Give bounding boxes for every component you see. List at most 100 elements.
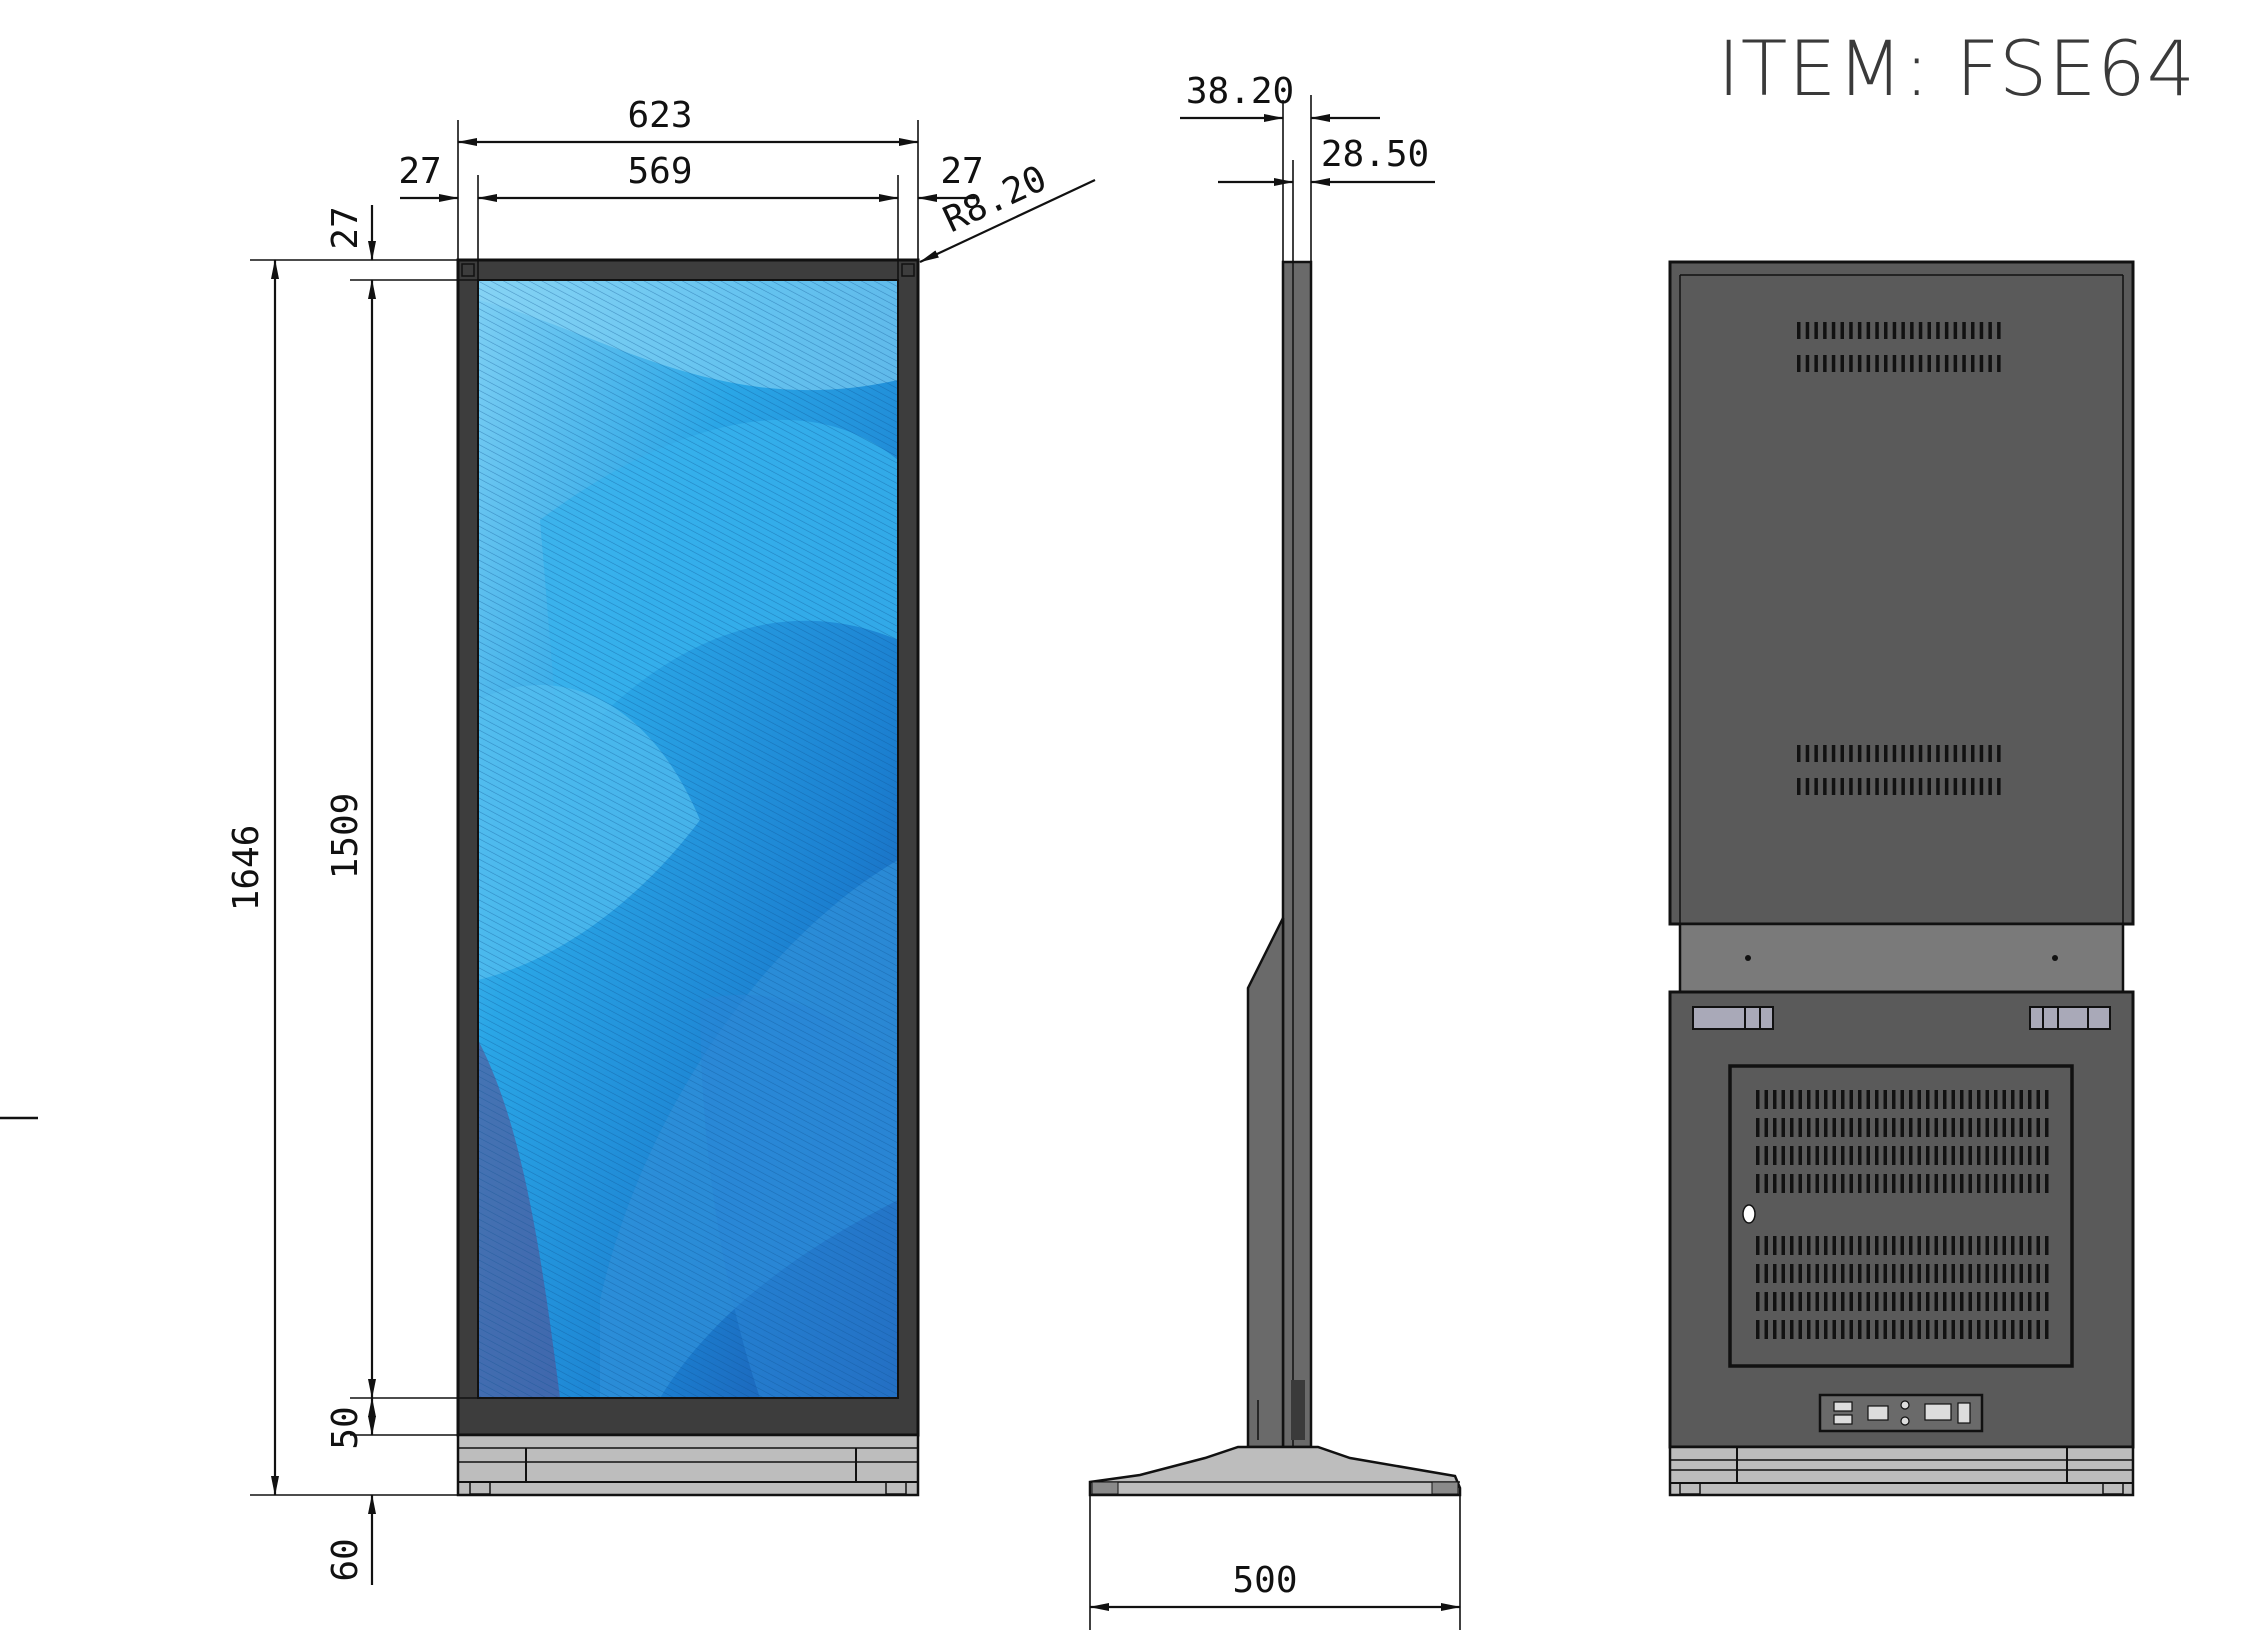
vent-slot <box>1884 778 1888 795</box>
rear-io-panel <box>1818 1393 1984 1433</box>
vent-slot <box>2011 1320 2015 1339</box>
vent-slot <box>1926 1090 1930 1109</box>
vent-slot <box>1773 1146 1777 1165</box>
vent-slot <box>1943 1118 1947 1137</box>
vent-slot <box>1875 1118 1879 1137</box>
vent-slot <box>1979 322 1984 339</box>
vent-slot <box>1951 1264 1955 1283</box>
dim-side-base-width: 500 <box>1232 1560 1297 1601</box>
vent-slot <box>1909 1174 1913 1193</box>
vent-slot <box>1849 778 1853 795</box>
vent-slot <box>1756 1292 1760 1311</box>
vent-slot <box>1977 1292 1981 1311</box>
vent-slot <box>1798 1236 1802 1255</box>
vent-slot <box>1960 1118 1964 1137</box>
vent-slot <box>1790 1146 1794 1165</box>
vent-slot <box>1798 1146 1802 1165</box>
vent-slot <box>1927 355 1931 372</box>
vent-slot <box>1962 778 1966 795</box>
vent-slot <box>2011 1146 2015 1165</box>
vent-slot <box>1764 1292 1768 1311</box>
vent-slot <box>2036 1118 2040 1137</box>
vent-slot <box>2019 1236 2023 1255</box>
vent-slot <box>1756 1146 1760 1165</box>
vent-slot <box>1900 1292 1904 1311</box>
vent-slot <box>1866 778 1871 795</box>
dim-screen-height: 1509 <box>325 793 366 880</box>
vent-slot <box>1815 1264 1819 1283</box>
rear-vent-upper <box>1797 322 2001 372</box>
vent-slot <box>1866 355 1871 372</box>
item-title: ITEM: FSE64 <box>1717 24 2196 113</box>
vent-slot <box>1901 355 1905 372</box>
vent-slot <box>2002 1236 2006 1255</box>
vent-slot <box>1841 1236 1845 1255</box>
vent-slot <box>1764 1264 1768 1283</box>
vent-slot <box>1849 1264 1853 1283</box>
vent-slot <box>1994 1174 1998 1193</box>
vent-slot <box>1866 1118 1870 1137</box>
vent-slot <box>1875 1146 1879 1165</box>
dim-top-bezel: 27 <box>325 206 366 249</box>
vent-slot <box>1960 1236 1964 1255</box>
vent-slot <box>1934 1118 1938 1137</box>
rear-door-lock <box>1742 1204 1756 1224</box>
vent-slot <box>1790 1292 1794 1311</box>
vent-slot <box>1884 322 1888 339</box>
vent-slot <box>1909 1320 1913 1339</box>
vent-slot <box>1927 778 1931 795</box>
vent-slot <box>1883 1264 1887 1283</box>
vent-slot <box>2036 1090 2040 1109</box>
vent-slot <box>1875 1174 1879 1193</box>
vent-slot <box>1756 1320 1760 1339</box>
vent-slot <box>1841 1174 1845 1193</box>
vent-slot <box>1960 1146 1964 1165</box>
vent-slot <box>1918 355 1923 372</box>
vent-slot <box>1764 1174 1768 1193</box>
vent-slot <box>1960 1264 1964 1283</box>
vent-slot <box>1764 1090 1768 1109</box>
vent-slot <box>1968 1236 1972 1255</box>
vent-slot <box>1936 355 1940 372</box>
vent-slot <box>1858 1118 1862 1137</box>
vent-slot <box>1815 1118 1819 1137</box>
vent-slot <box>1977 1118 1981 1137</box>
vent-slot <box>1997 355 2001 372</box>
vent-slot <box>1823 745 1827 762</box>
vent-slot <box>1814 778 1818 795</box>
vent-slot <box>1892 1090 1896 1109</box>
vent-slot <box>1815 1292 1819 1311</box>
vent-slot <box>1807 1320 1811 1339</box>
vent-slot <box>2019 1264 2023 1283</box>
vent-slot <box>2019 1118 2023 1137</box>
vent-slot <box>2011 1264 2015 1283</box>
vent-slot <box>1832 1118 1836 1137</box>
vent-slot <box>1900 1118 1904 1137</box>
vent-slot <box>1943 1146 1947 1165</box>
vent-slot <box>1824 1236 1828 1255</box>
vent-slot <box>1849 322 1853 339</box>
vent-slot <box>1756 1090 1760 1109</box>
vent-slot <box>1807 1174 1811 1193</box>
vent-slot <box>1832 1146 1836 1165</box>
vent-slot <box>1790 1174 1794 1193</box>
vent-slot <box>1968 1320 1972 1339</box>
vent-slot <box>1971 778 1975 795</box>
vent-slot <box>1773 1174 1777 1193</box>
vent-slot <box>2036 1320 2040 1339</box>
vent-slot <box>1909 1146 1913 1165</box>
vent-slot <box>1875 1236 1879 1255</box>
vent-slot <box>1875 355 1879 372</box>
vent-slot <box>1926 1320 1930 1339</box>
vent-slot <box>1892 745 1897 762</box>
rear-door-vent-lower <box>1756 1236 2049 1339</box>
vent-slot <box>1815 1146 1819 1165</box>
vent-slot <box>1988 355 1992 372</box>
vent-slot <box>1926 1174 1930 1193</box>
vent-slot <box>1944 355 1949 372</box>
vent-slot <box>1849 745 1853 762</box>
vent-slot <box>1824 1292 1828 1311</box>
vent-slot <box>1900 1264 1904 1283</box>
vent-slot <box>1884 355 1888 372</box>
vent-slot <box>1953 778 1958 795</box>
